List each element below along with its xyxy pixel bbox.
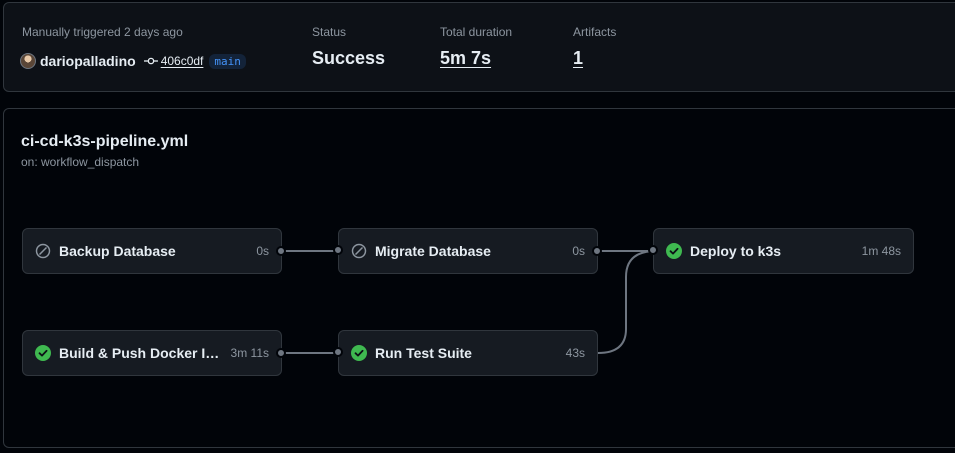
connector-dot — [333, 245, 343, 255]
trigger-details: dariopalladino 406c0df main — [20, 51, 246, 71]
connector-dot — [276, 246, 286, 256]
status-value: Success — [312, 48, 386, 68]
username-link[interactable]: dariopalladino — [40, 53, 136, 69]
job-build-push-docker[interactable]: Build & Push Docker Im... 3m 11s — [22, 330, 282, 376]
duration-link[interactable]: 5m 7s — [440, 48, 492, 68]
job-backup-database[interactable]: Backup Database 0s — [22, 228, 282, 274]
success-check-icon — [666, 243, 682, 259]
skipped-icon — [35, 243, 51, 259]
job-name: Backup Database — [59, 243, 176, 259]
status-label: Status — [312, 25, 347, 39]
job-migrate-database[interactable]: Migrate Database 0s — [333, 228, 598, 274]
run-summary: Manually triggered 2 days ago dariopalla… — [3, 2, 955, 92]
job-duration: 43s — [565, 346, 585, 360]
workflow-file-name: ci-cd-k3s-pipeline.yml — [21, 133, 189, 150]
duration-label: Total duration — [440, 25, 513, 39]
job-connections — [281, 250, 657, 354]
skipped-icon — [351, 243, 367, 259]
job-deploy-to-k3s[interactable]: Deploy to k3s 1m 48s — [648, 228, 914, 274]
job-name: Build & Push Docker Im... — [59, 345, 225, 361]
success-check-icon — [35, 345, 51, 361]
job-run-test-suite[interactable]: Run Test Suite 43s — [333, 330, 598, 376]
job-name: Migrate Database — [375, 243, 491, 259]
job-name: Run Test Suite — [375, 345, 472, 361]
connector-dot — [648, 245, 658, 255]
trigger-label: Manually triggered 2 days ago — [22, 25, 183, 39]
job-duration: 1m 48s — [861, 244, 901, 258]
trigger-info: Manually triggered 2 days ago — [22, 25, 183, 39]
edge-test-deploy — [597, 250, 657, 354]
workflow-graph: ci-cd-k3s-pipeline.yml on: workflow_disp… — [3, 108, 955, 448]
avatar[interactable] — [20, 53, 36, 69]
duration-section: Total duration 5m 7s — [440, 25, 512, 69]
workflow-trigger: on: workflow_dispatch — [21, 155, 140, 169]
connector-dot — [592, 246, 602, 256]
job-duration: 3m 11s — [230, 346, 269, 360]
artifacts-count-link[interactable]: 1 — [573, 48, 584, 68]
status-section: Status Success — [312, 25, 385, 69]
artifacts-section: Artifacts 1 — [573, 25, 616, 69]
job-duration: 0s — [256, 244, 269, 258]
job-name: Deploy to k3s — [690, 243, 782, 259]
connector-dot — [276, 348, 286, 358]
connector-dot — [333, 347, 343, 357]
success-check-icon — [351, 345, 367, 361]
branch-badge[interactable]: main — [209, 53, 246, 69]
job-duration: 0s — [572, 244, 585, 258]
git-commit-icon — [143, 57, 158, 65]
commit-sha-link[interactable]: 406c0df — [160, 54, 204, 68]
artifacts-label: Artifacts — [573, 25, 617, 39]
